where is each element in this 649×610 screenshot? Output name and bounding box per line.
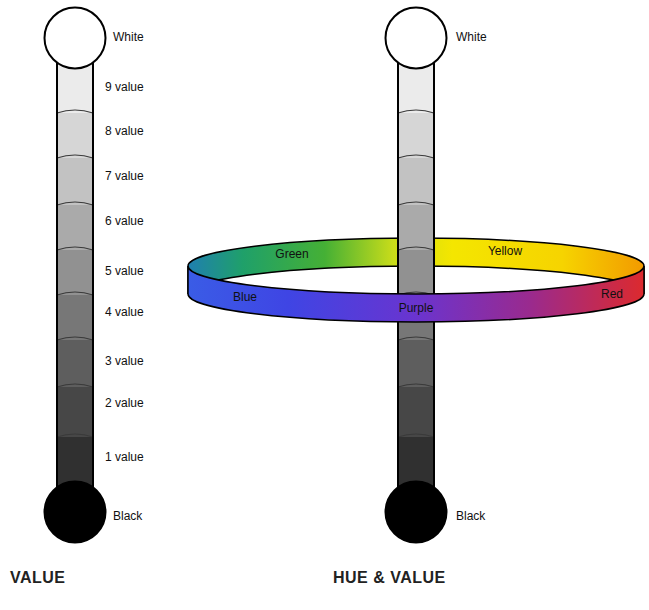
value-step-label: 2 value	[105, 397, 144, 411]
hue-ring: Green YellowBluePurple Red	[184, 236, 648, 326]
value-step	[398, 205, 434, 250]
black-circle-shape	[384, 480, 448, 544]
white-circle: White	[43, 6, 107, 70]
value-step	[57, 340, 93, 387]
value-step-label: 6 value	[105, 215, 144, 229]
value-end-label: Black	[113, 510, 142, 524]
figure-caption: HUE & VALUE	[333, 569, 446, 587]
hue-name: Purple	[399, 302, 434, 316]
value-step	[398, 387, 434, 437]
value-step-label: 8 value	[105, 125, 144, 139]
step-divider	[398, 110, 434, 437]
hue-name: Green	[275, 248, 308, 262]
value-step-label: 1 value	[105, 451, 144, 465]
white-circle-shape	[43, 6, 107, 70]
value-end-label: White	[456, 31, 487, 45]
value-step	[57, 158, 93, 205]
value-step-label: 5 value	[105, 265, 144, 279]
value-tube-left	[57, 60, 93, 490]
white-circle: White	[384, 6, 448, 70]
black-circle: Black	[43, 480, 107, 544]
step-divider	[57, 110, 93, 437]
white-circle-outline	[45, 8, 106, 69]
hue-name: Yellow	[488, 245, 522, 259]
value-tube-right	[398, 60, 434, 490]
black-circle-outline	[386, 482, 447, 543]
value-end-label: Black	[456, 510, 485, 524]
value-step-label: 4 value	[105, 306, 144, 320]
value-step	[57, 295, 93, 340]
value-step-label: 3 value	[105, 355, 144, 369]
black-circle-shape	[43, 480, 107, 544]
value-step	[57, 205, 93, 250]
value-step	[398, 158, 434, 205]
value-step	[398, 250, 434, 295]
hue-name: Red	[601, 288, 623, 302]
value-step	[57, 113, 93, 158]
figure-caption: VALUE	[10, 569, 66, 587]
white-circle-shape	[384, 6, 448, 70]
hue-ring-front	[188, 266, 644, 322]
black-circle-outline	[45, 482, 106, 543]
tube-outline	[57, 60, 93, 490]
value-step-label: 7 value	[105, 170, 144, 184]
value-step	[57, 387, 93, 437]
value-end-label: White	[113, 31, 144, 45]
value-step	[398, 113, 434, 158]
value-step-label: 9 value	[105, 81, 144, 95]
hue-name: Blue	[233, 291, 257, 305]
black-circle: Black	[384, 480, 448, 544]
value-step	[398, 340, 434, 387]
tube-outline	[398, 60, 434, 490]
value-step	[57, 250, 93, 295]
white-circle-outline	[386, 8, 447, 69]
